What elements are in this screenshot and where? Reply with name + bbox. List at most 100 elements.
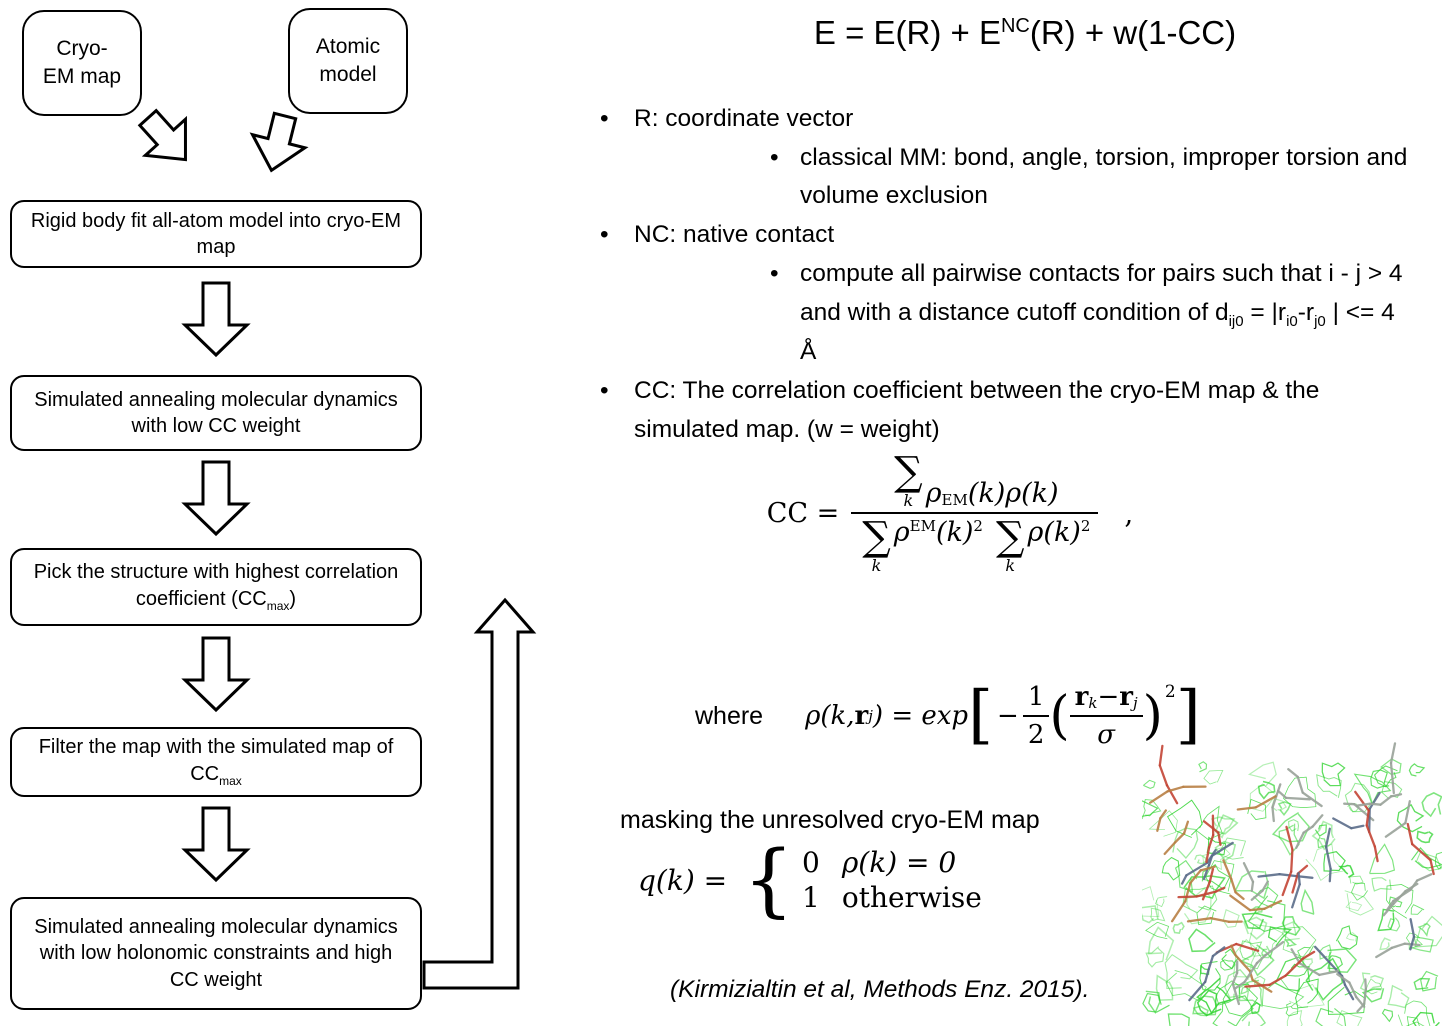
step-label: Rigid body fit all-atom model into cryo-…	[30, 209, 402, 258]
text-run: = |r	[1243, 298, 1287, 326]
one-half-fraction: 1 2	[1022, 682, 1050, 750]
bullet-marker: •	[770, 259, 779, 287]
text-run: | <= 4 Å	[800, 298, 1395, 366]
citation: (Kirmizialtin et al, Methods Enz. 2015).	[670, 976, 1090, 1003]
bullet-subitem-classical-mm: • classical MM: bond, angle, torsion, im…	[770, 139, 1442, 216]
text-run: -r	[1297, 298, 1315, 326]
cc-max-subscript: max	[266, 598, 290, 613]
q-lhs: q(k) =	[638, 863, 728, 897]
flowchart-step-sa-md-low-cc: Simulated annealing molecular dynamics w…	[10, 375, 422, 451]
fraction-denominator: σ	[1069, 715, 1143, 750]
em-superscript: EM	[909, 517, 936, 535]
right-paren: )	[1142, 685, 1163, 746]
molecule-mesh-image	[1142, 742, 1442, 1026]
step-label: Filter the map with the simulated map of…	[28, 734, 404, 789]
flowchart-step-pick-highest-cc: Pick the structure with highest correlat…	[10, 548, 422, 626]
nc-superscript: NC	[1000, 15, 1030, 37]
step-label-run: )	[289, 587, 297, 610]
rho-term: ρ	[925, 478, 942, 509]
bold-r: r	[854, 701, 869, 731]
subscript: j0	[1314, 312, 1326, 330]
sum-limit: k	[903, 491, 914, 510]
bullet-item-cc: • CC: The correlation coefficient betwee…	[600, 372, 1442, 449]
bullet-text: NC: native contact	[634, 221, 835, 249]
bullet-marker: •	[600, 221, 609, 249]
case-value: 0	[802, 846, 820, 879]
bullet-marker: •	[770, 143, 779, 171]
bullet-text: classical MM: bond, angle, torsion, impr…	[800, 143, 1408, 210]
sum-operator: ∑k	[996, 517, 1025, 574]
sum-operator: ∑k	[894, 452, 923, 509]
arrow-diagonal-right-icon	[249, 111, 309, 173]
term-run: ρ(k)	[1027, 517, 1081, 548]
formula-comma: ,	[1124, 496, 1134, 530]
equation-run: E = E(R) + E	[813, 14, 1001, 51]
sigma-icon: ∑	[894, 449, 923, 495]
loop-back-arrow-icon	[422, 597, 537, 990]
bold-r: r	[1119, 682, 1133, 712]
term-run: (k)	[935, 517, 974, 548]
exponent: 2	[1080, 517, 1091, 535]
input-label-line1: Atomic	[315, 34, 381, 58]
input-label-line2: model	[319, 63, 377, 86]
bullet-item-r: • R: coordinate vector	[600, 100, 1442, 139]
minus-sign: −	[997, 701, 1019, 731]
masking-q-formula: q(k) = { 0 ρ(k) = 0 1 otherwise	[638, 833, 982, 926]
bullet-marker: •	[600, 376, 609, 404]
bullet-list: • R: coordinate vector • classical MM: b…	[600, 100, 1442, 449]
rho-lhs: ρ(k,	[805, 701, 855, 731]
em-superscript: EM	[941, 491, 968, 509]
input-label-line1: Cryo-	[56, 36, 108, 60]
left-brace: {	[743, 833, 795, 926]
cc-max-subscript: max	[219, 773, 242, 788]
rho-lhs-close: ) = exp	[872, 701, 969, 731]
bullet-marker: •	[600, 105, 609, 132]
flowchart-input-atomic-model: Atomic model	[288, 8, 408, 114]
subscript-j: j	[868, 707, 873, 725]
subscript-k: k	[1088, 694, 1098, 712]
arrow-down-3-icon	[181, 636, 251, 713]
bullet-subitem-pairwise-contacts: • compute all pairwise contacts for pair…	[770, 255, 1442, 372]
flowchart-arrows	[137, 108, 537, 990]
flowchart-input-cryo-em-map: Cryo- EM map	[22, 10, 142, 116]
fraction-numerator: 1	[1027, 682, 1045, 712]
case-condition: ρ(k) = 0	[841, 846, 957, 879]
subscript-j: j	[1132, 694, 1138, 712]
step-label: Simulated annealing molecular dynamics w…	[34, 915, 398, 991]
step-label: Simulated annealing molecular dynamics w…	[34, 388, 398, 437]
input-label: Atomic model	[316, 33, 380, 90]
subscript: ij0	[1228, 312, 1244, 330]
right-bracket: ]	[1175, 678, 1201, 753]
flowchart-step-rigid-body-fit: Rigid body fit all-atom model into cryo-…	[10, 200, 422, 268]
flowchart-step-sa-md-high-cc: Simulated annealing molecular dynamics w…	[10, 897, 422, 1010]
arrow-down-2-icon	[181, 460, 251, 537]
case-condition: otherwise	[841, 881, 982, 914]
bullet-item-nc: • NC: native contact	[600, 216, 1442, 255]
sum-operator: ∑k	[862, 517, 891, 574]
step-label: Pick the structure with highest correlat…	[28, 559, 404, 614]
bullet-text: CC: The correlation coefficient between …	[634, 376, 1320, 443]
input-label: Cryo- EM map	[43, 35, 121, 92]
masking-label: masking the unresolved cryo-EM map	[620, 806, 1040, 834]
sum-limit: k	[1005, 556, 1016, 575]
fraction-denominator: 2	[1022, 715, 1050, 750]
left-paren: (	[1049, 685, 1070, 746]
left-bracket: [	[968, 678, 994, 753]
bullet-text: compute all pairwise contacts for pairs …	[800, 255, 1412, 372]
cc-lhs: CC =	[766, 497, 840, 529]
subscript: i0	[1286, 312, 1298, 330]
where-label: where	[695, 701, 764, 730]
step-label-run: Filter the map with the simulated map of…	[38, 736, 394, 785]
bold-r: r	[1074, 682, 1089, 712]
term-run: (k)ρ(k)	[967, 478, 1059, 509]
minus-run: −	[1097, 682, 1120, 712]
flowchart-step-filter-map: Filter the map with the simulated map of…	[10, 727, 422, 797]
case-value: 1	[802, 881, 820, 914]
arrow-down-1-icon	[181, 281, 251, 358]
